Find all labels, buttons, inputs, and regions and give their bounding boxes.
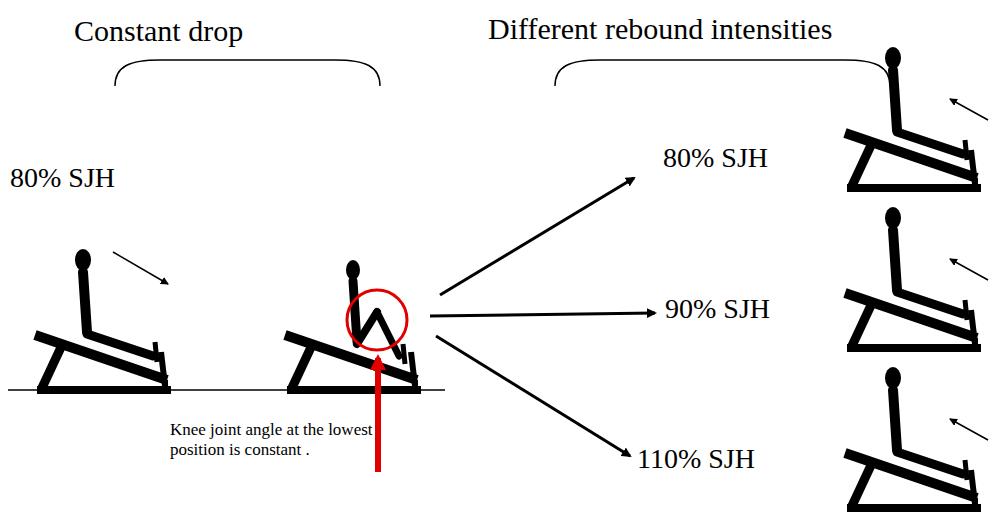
branch-arrow (436, 336, 630, 456)
intensity-label: 110% SJH (637, 443, 755, 475)
motion-arrow (950, 419, 988, 440)
branch-arrow (430, 313, 655, 316)
motion-arrow (950, 259, 988, 280)
sled-figure (845, 47, 981, 188)
sled-figure (845, 207, 981, 348)
sled-figure (35, 249, 171, 390)
bracket (555, 60, 890, 86)
section-heading: Constant drop (74, 14, 243, 49)
highlight-circle (347, 290, 407, 350)
branch-arrow (440, 178, 634, 295)
intensity-label: 80% SJH (10, 162, 115, 194)
intensity-label: 90% SJH (665, 293, 770, 325)
pointer-arrow (375, 358, 381, 472)
motion-arrow (950, 99, 988, 120)
motion-arrow (113, 252, 168, 284)
section-heading: Different rebound intensities (488, 12, 832, 47)
intensity-label: 80% SJH (663, 142, 768, 174)
bracket (115, 60, 380, 86)
sled-figure (845, 367, 981, 508)
sled-figure (285, 260, 421, 390)
annotation-note: Knee joint angle at the lowest position … (170, 420, 415, 459)
